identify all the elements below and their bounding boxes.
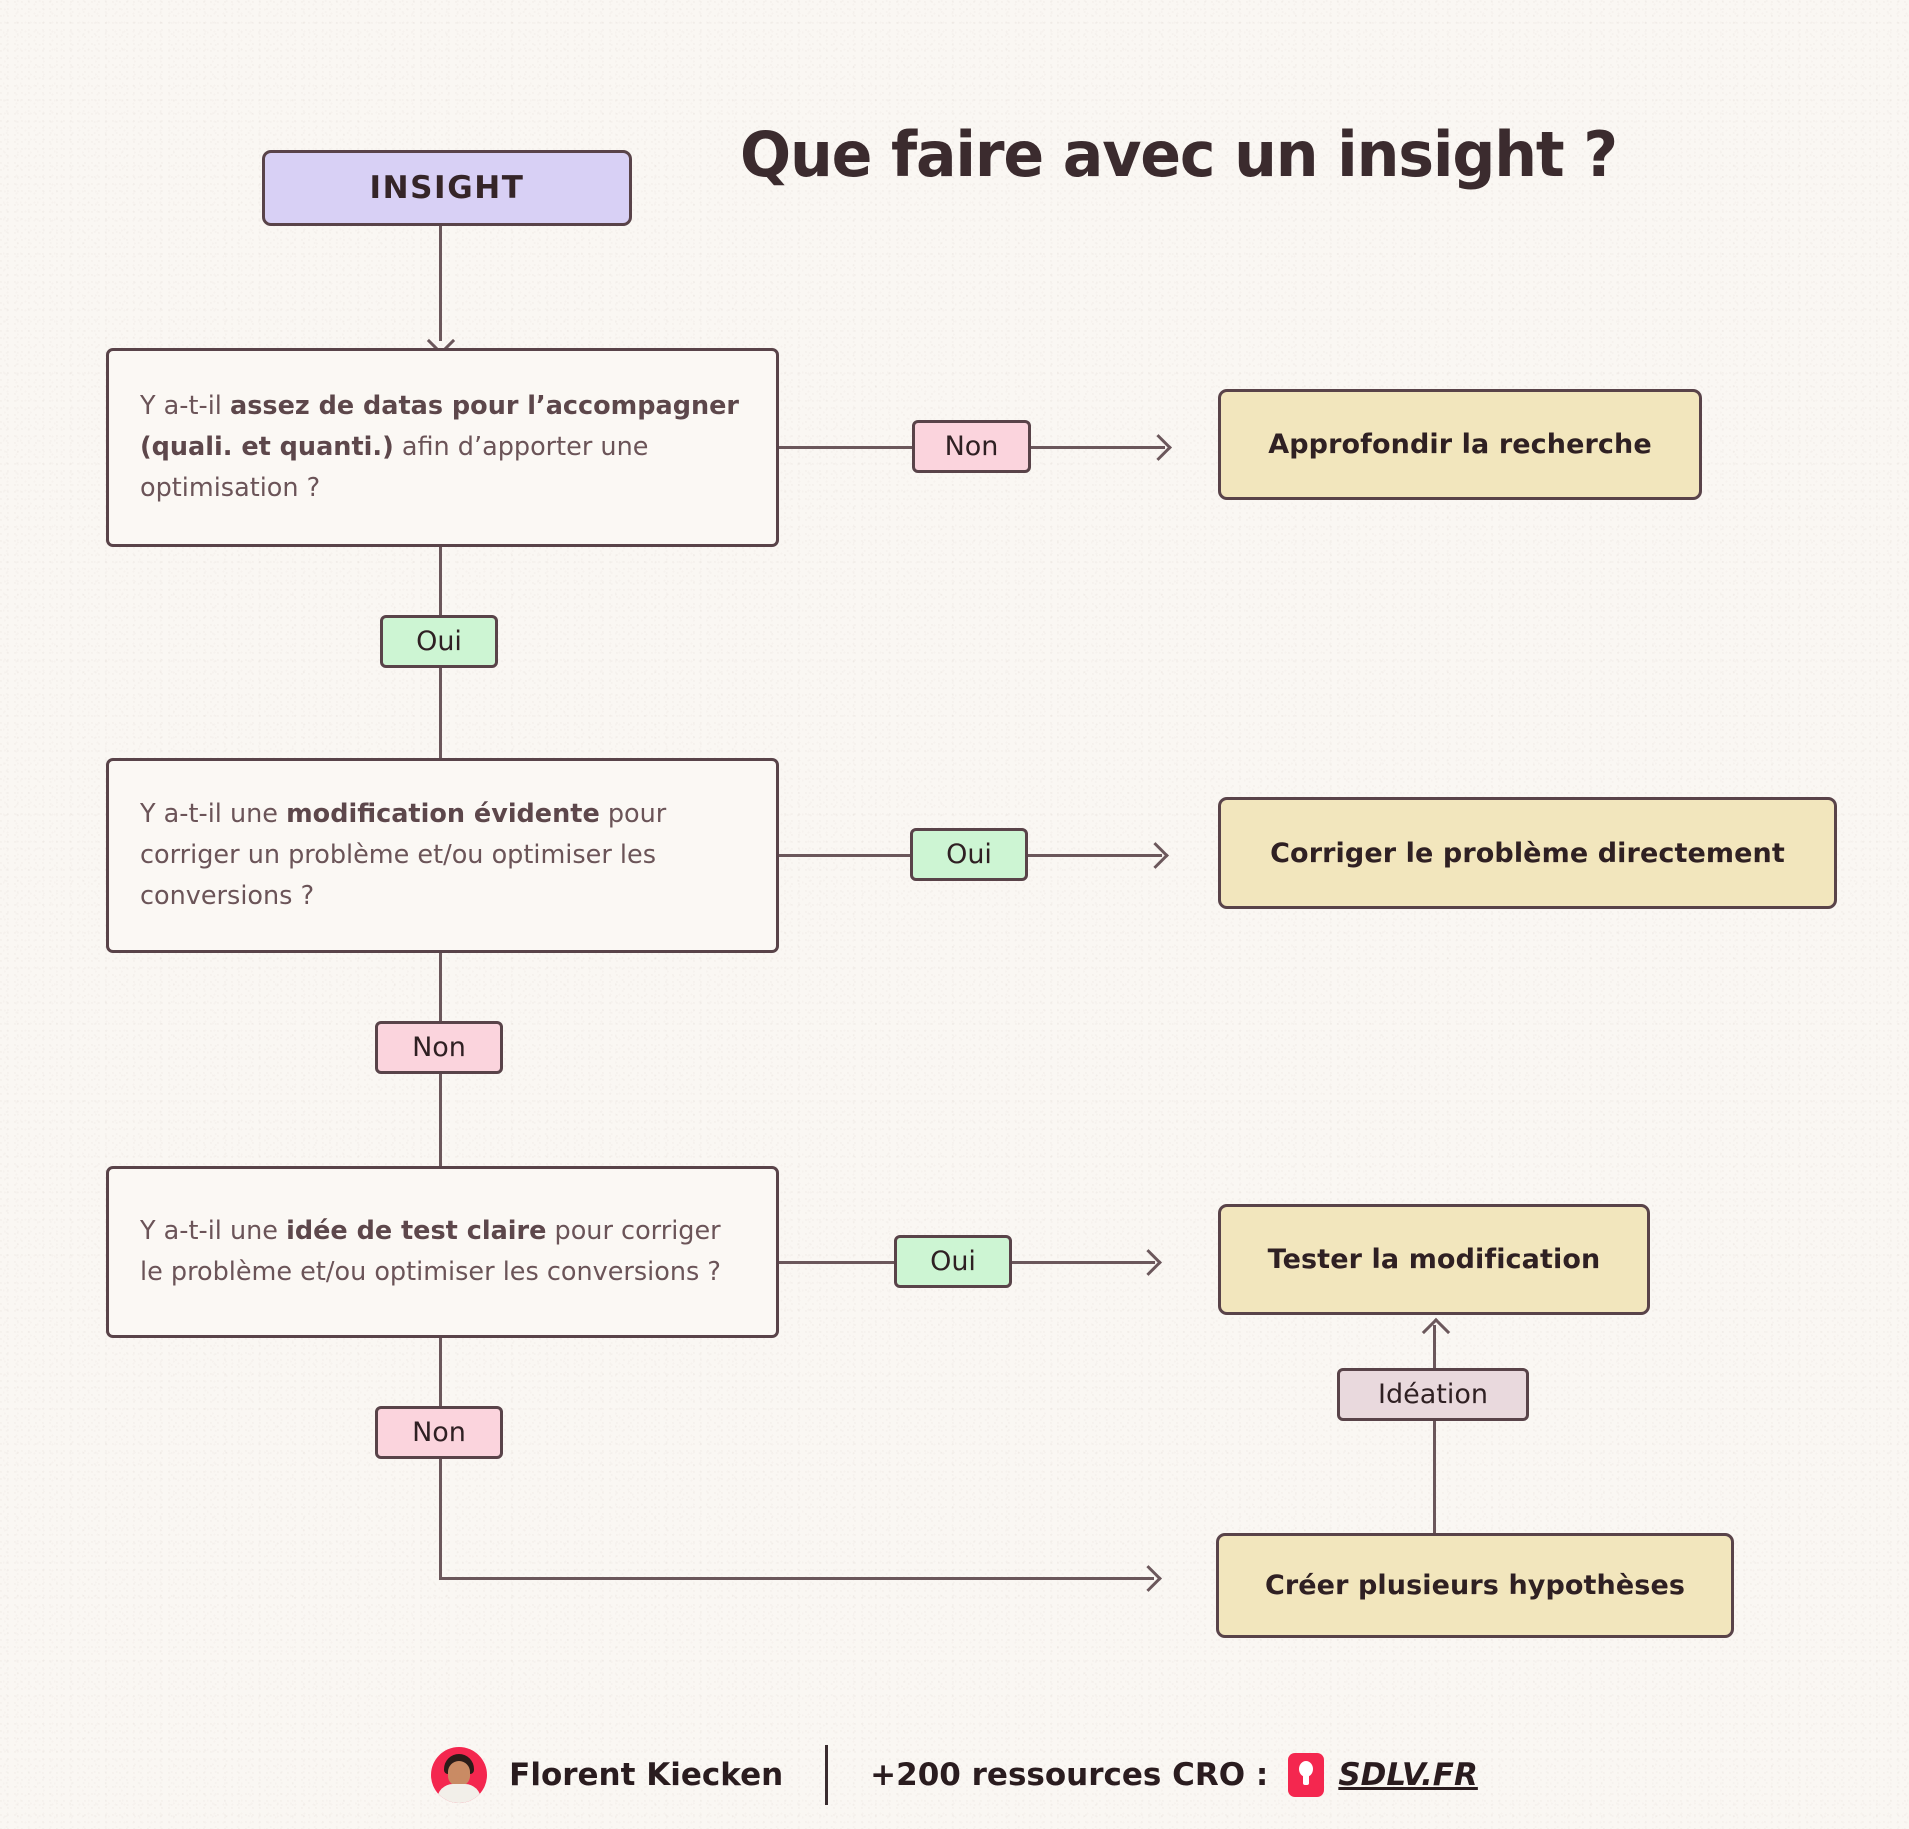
chip-q1-oui[interactable]: Oui [380, 615, 498, 668]
connector-q2-to-non [439, 953, 442, 1021]
decision-box-q3-text: Y a-t-il une idée de test claire pour co… [140, 1215, 721, 1287]
outcome-box-hypotheses[interactable]: Créer plusieurs hypothèses [1216, 1533, 1734, 1638]
connector-q2-to-oui [779, 854, 910, 857]
avatar [431, 1747, 488, 1803]
outcome-box-tester[interactable]: Tester la modification [1218, 1204, 1650, 1315]
lightbulb-icon [1288, 1753, 1325, 1797]
chip-q1-non[interactable]: Non [912, 420, 1031, 473]
connector-q1-to-oui [439, 547, 442, 615]
connector-non-elbow-vertical [439, 1459, 442, 1579]
arrow-right-icon [1149, 438, 1166, 455]
site-link[interactable]: SDLV.FR [1338, 1757, 1478, 1793]
footer: Florent Kiecken +200 ressources CRO : SD… [0, 1745, 1909, 1805]
decision-box-q2[interactable]: Y a-t-il une modification évidente pour … [106, 758, 779, 953]
connector-non-elbow-horizontal [439, 1577, 1154, 1580]
connector-non-to-q3 [439, 1074, 442, 1170]
chip-q3-oui[interactable]: Oui [894, 1235, 1012, 1288]
decision-box-q2-text: Y a-t-il une modification évidente pour … [140, 798, 667, 912]
connector-hypotheses-to-ideation [1433, 1421, 1436, 1533]
connector-q3-to-non [439, 1338, 442, 1406]
footer-divider [825, 1745, 829, 1805]
connector-oui-to-q2 [439, 668, 442, 760]
lightbulb-glass [1299, 1761, 1314, 1777]
decision-box-q3[interactable]: Y a-t-il une idée de test claire pour co… [106, 1166, 779, 1338]
connector-non-to-approfondir [1031, 446, 1165, 449]
avatar-face [448, 1761, 471, 1786]
arrow-right-icon [1139, 1253, 1156, 1270]
decision-box-q1-text: Y a-t-il assez de datas pour l’accompagn… [140, 390, 739, 504]
connector-q1-to-non [779, 446, 912, 449]
outcome-box-corriger[interactable]: Corriger le problème directement [1218, 797, 1837, 909]
outcome-box-approfondir[interactable]: Approfondir la recherche [1218, 389, 1702, 500]
chip-q2-oui[interactable]: Oui [910, 828, 1028, 881]
connector-oui-to-tester [1012, 1261, 1155, 1264]
connector-insight-to-q1 [439, 226, 442, 341]
avatar-body [437, 1784, 482, 1803]
chip-q2-non[interactable]: Non [375, 1021, 503, 1074]
lightbulb-base [1303, 1774, 1310, 1785]
decision-box-q1[interactable]: Y a-t-il assez de datas pour l’accompagn… [106, 348, 779, 547]
arrow-right-icon [1146, 846, 1163, 863]
page-title: Que faire avec un insight ? [740, 118, 1618, 191]
connector-q3-to-oui [779, 1261, 894, 1264]
connector-ideation-to-tester [1433, 1325, 1436, 1368]
chip-q3-non[interactable]: Non [375, 1406, 503, 1459]
arrow-up-icon [1426, 1322, 1444, 1340]
arrow-right-icon [1139, 1569, 1156, 1586]
arrow-down-icon [431, 331, 449, 349]
chip-ideation[interactable]: Idéation [1337, 1368, 1529, 1421]
start-node-insight[interactable]: INSIGHT [262, 150, 632, 226]
connector-oui-to-corriger [1028, 854, 1162, 857]
resources-label: +200 ressources CRO : [870, 1757, 1269, 1793]
author-name: Florent Kiecken [509, 1757, 784, 1793]
